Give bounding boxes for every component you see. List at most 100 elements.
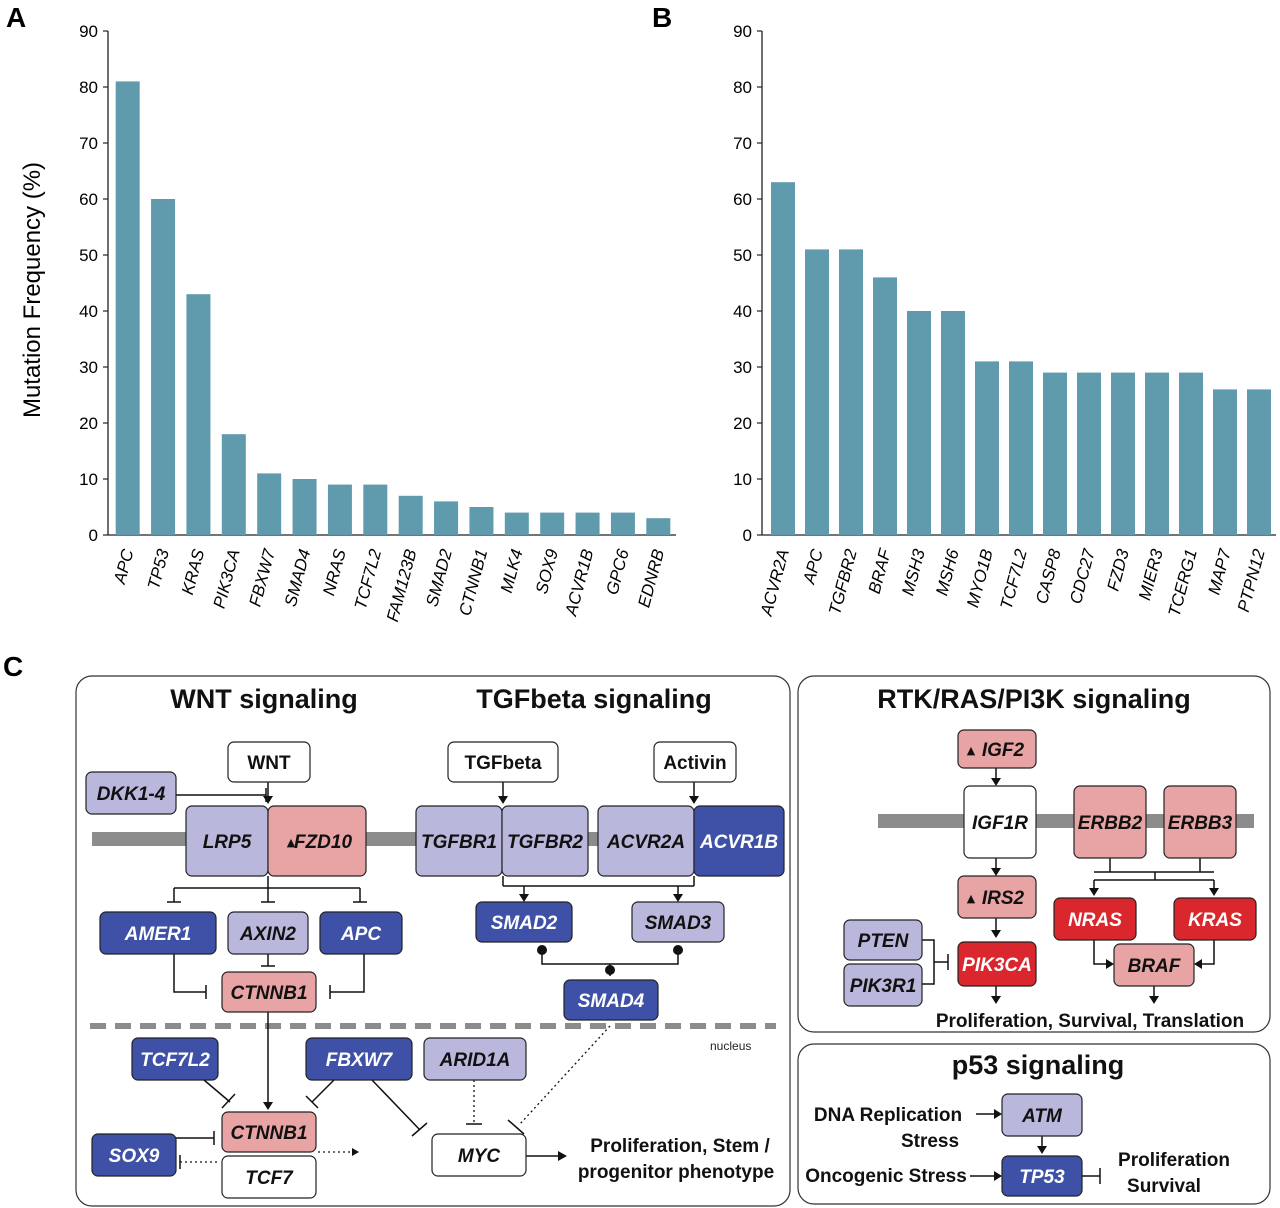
bar-smad4 xyxy=(292,479,317,535)
y-tick-label: 30 xyxy=(733,358,752,377)
bar-msh3 xyxy=(907,311,931,535)
wnt-outcome-line2: progenitor phenotype xyxy=(578,1162,774,1183)
box-activin: Activin xyxy=(653,741,737,783)
bar-mlk4 xyxy=(504,512,529,535)
box-tp53: TP53 xyxy=(1001,1155,1083,1197)
box-acvr2a: ACVR2A xyxy=(597,805,695,877)
y-tick-label: 0 xyxy=(89,526,98,545)
box-erbb3: ERBB3 xyxy=(1163,785,1237,859)
box-ctnnb1-top-label: CTNNB1 xyxy=(230,983,307,1004)
box-kras: KRAS xyxy=(1173,897,1257,941)
chart-a-bars xyxy=(115,81,671,536)
bar-fam123b xyxy=(398,495,423,535)
bar-ptpn12 xyxy=(1247,389,1271,535)
box-dkk-label: DKK1-4 xyxy=(97,784,166,805)
bar-tp53 xyxy=(151,199,176,535)
box-kras-shape xyxy=(1173,897,1257,941)
x-tick-label: KRAS xyxy=(178,546,209,596)
box-tcf7l2-label: TCF7L2 xyxy=(140,1050,210,1071)
box-dkk-shape xyxy=(85,771,177,815)
bar-casp8 xyxy=(1043,372,1067,535)
x-tick-label: BRAF xyxy=(865,546,896,596)
box-smad4-shape xyxy=(563,979,659,1021)
x-tick-label: CTNNB1 xyxy=(455,547,491,618)
box-pten: PTEN xyxy=(843,919,923,961)
bar-msh6 xyxy=(941,311,965,535)
box-pik3r1-label: PIK3R1 xyxy=(850,976,917,997)
bar-map7 xyxy=(1213,389,1237,535)
box-ctnnb1-bot-label: CTNNB1 xyxy=(230,1123,307,1144)
bar-ctnnb1 xyxy=(469,507,494,535)
x-tick-label: TCERG1 xyxy=(1165,547,1201,619)
box-fbxw7-shape xyxy=(305,1037,413,1081)
y-tick-label: 30 xyxy=(79,358,98,377)
dna-replication-line1: DNA Replication xyxy=(814,1105,962,1126)
box-tcf7l2-shape xyxy=(131,1037,219,1081)
box-pten-shape xyxy=(843,919,923,961)
bar-apc xyxy=(805,249,829,535)
box-tp53-shape xyxy=(1001,1155,1083,1197)
box-apc-shape xyxy=(319,911,403,955)
x-tick-label: CDC27 xyxy=(1066,547,1099,606)
box-sox9-shape xyxy=(91,1133,177,1177)
x-tick-label: MYO1B xyxy=(963,547,997,609)
panel-label-b: B xyxy=(652,2,672,33)
x-tick-label: PTPN12 xyxy=(1234,547,1269,615)
tgf-title: TGFbeta signaling xyxy=(476,684,712,714)
x-tick-label: PIK3CA xyxy=(210,547,244,610)
x-tick-label: CASP8 xyxy=(1032,547,1065,606)
chart-a-ylabel: Mutation Frequency (%) xyxy=(19,162,46,418)
box-erbb2-shape xyxy=(1073,785,1147,859)
box-dkk: DKK1-4 xyxy=(85,771,177,815)
box-igf1r: IGF1R xyxy=(963,785,1037,859)
box-tgfbr1: TGFBR1 xyxy=(415,805,503,877)
bar-acvr2a xyxy=(771,182,795,535)
box-ctnnb1-bot: CTNNB1 xyxy=(221,1111,317,1153)
x-tick-label: MSH3 xyxy=(898,547,929,598)
rtk-outcome: Proliferation, Survival, Translation xyxy=(936,1011,1244,1032)
x-tick-label: NRAS xyxy=(319,546,350,597)
bar-sox9 xyxy=(540,512,565,535)
box-myc-shape xyxy=(431,1133,527,1177)
bar-apc xyxy=(115,81,140,536)
box-tgfbr2-label: TGFBR2 xyxy=(507,832,583,853)
y-tick-label: 90 xyxy=(733,22,752,41)
amplification-marker-icon: ▲ xyxy=(967,744,976,757)
y-tick-label: 70 xyxy=(733,134,752,153)
bar-tcf7l2 xyxy=(363,484,388,535)
box-amer1-label: AMER1 xyxy=(124,924,192,945)
panel-label-a: A xyxy=(6,2,26,33)
bar-kras xyxy=(186,294,211,535)
x-tick-label: FZD3 xyxy=(1104,547,1133,593)
box-nras-label: NRAS xyxy=(1068,910,1122,931)
x-tick-label: APC xyxy=(110,546,138,586)
box-irs2: ▲IRS2 xyxy=(957,875,1037,919)
y-tick-label: 10 xyxy=(79,470,98,489)
x-tick-label: ACVR2A xyxy=(757,547,793,619)
bar-braf xyxy=(873,277,897,535)
box-nras: NRAS xyxy=(1053,897,1137,941)
bar-cdc27 xyxy=(1077,372,1101,535)
box-atm: ATM xyxy=(1001,1093,1083,1137)
box-tcf7: TCF7 xyxy=(221,1155,317,1199)
box-smad3-label: SMAD3 xyxy=(645,913,712,934)
box-igf2-shape xyxy=(957,729,1037,769)
y-tick-label: 70 xyxy=(79,134,98,153)
x-tick-label: FBXW7 xyxy=(246,547,280,609)
y-tick-label: 80 xyxy=(79,78,98,97)
y-tick-label: 60 xyxy=(79,190,98,209)
box-tcf7-label: TCF7 xyxy=(245,1168,294,1189)
diagram-connectors xyxy=(167,768,1219,1184)
box-pik3ca: PIK3CA xyxy=(957,941,1037,987)
box-arid1a: ARID1A xyxy=(423,1037,527,1081)
x-tick-label: ACVR1B xyxy=(561,547,597,619)
wnt-title: WNT signaling xyxy=(170,684,357,714)
bar-myo1b xyxy=(975,361,999,535)
box-erbb2: ERBB2 xyxy=(1073,785,1147,859)
bar-tgfbr2 xyxy=(839,249,863,535)
amplification-marker-icon: ▲ xyxy=(967,892,976,905)
p53-title: p53 signaling xyxy=(952,1050,1125,1080)
